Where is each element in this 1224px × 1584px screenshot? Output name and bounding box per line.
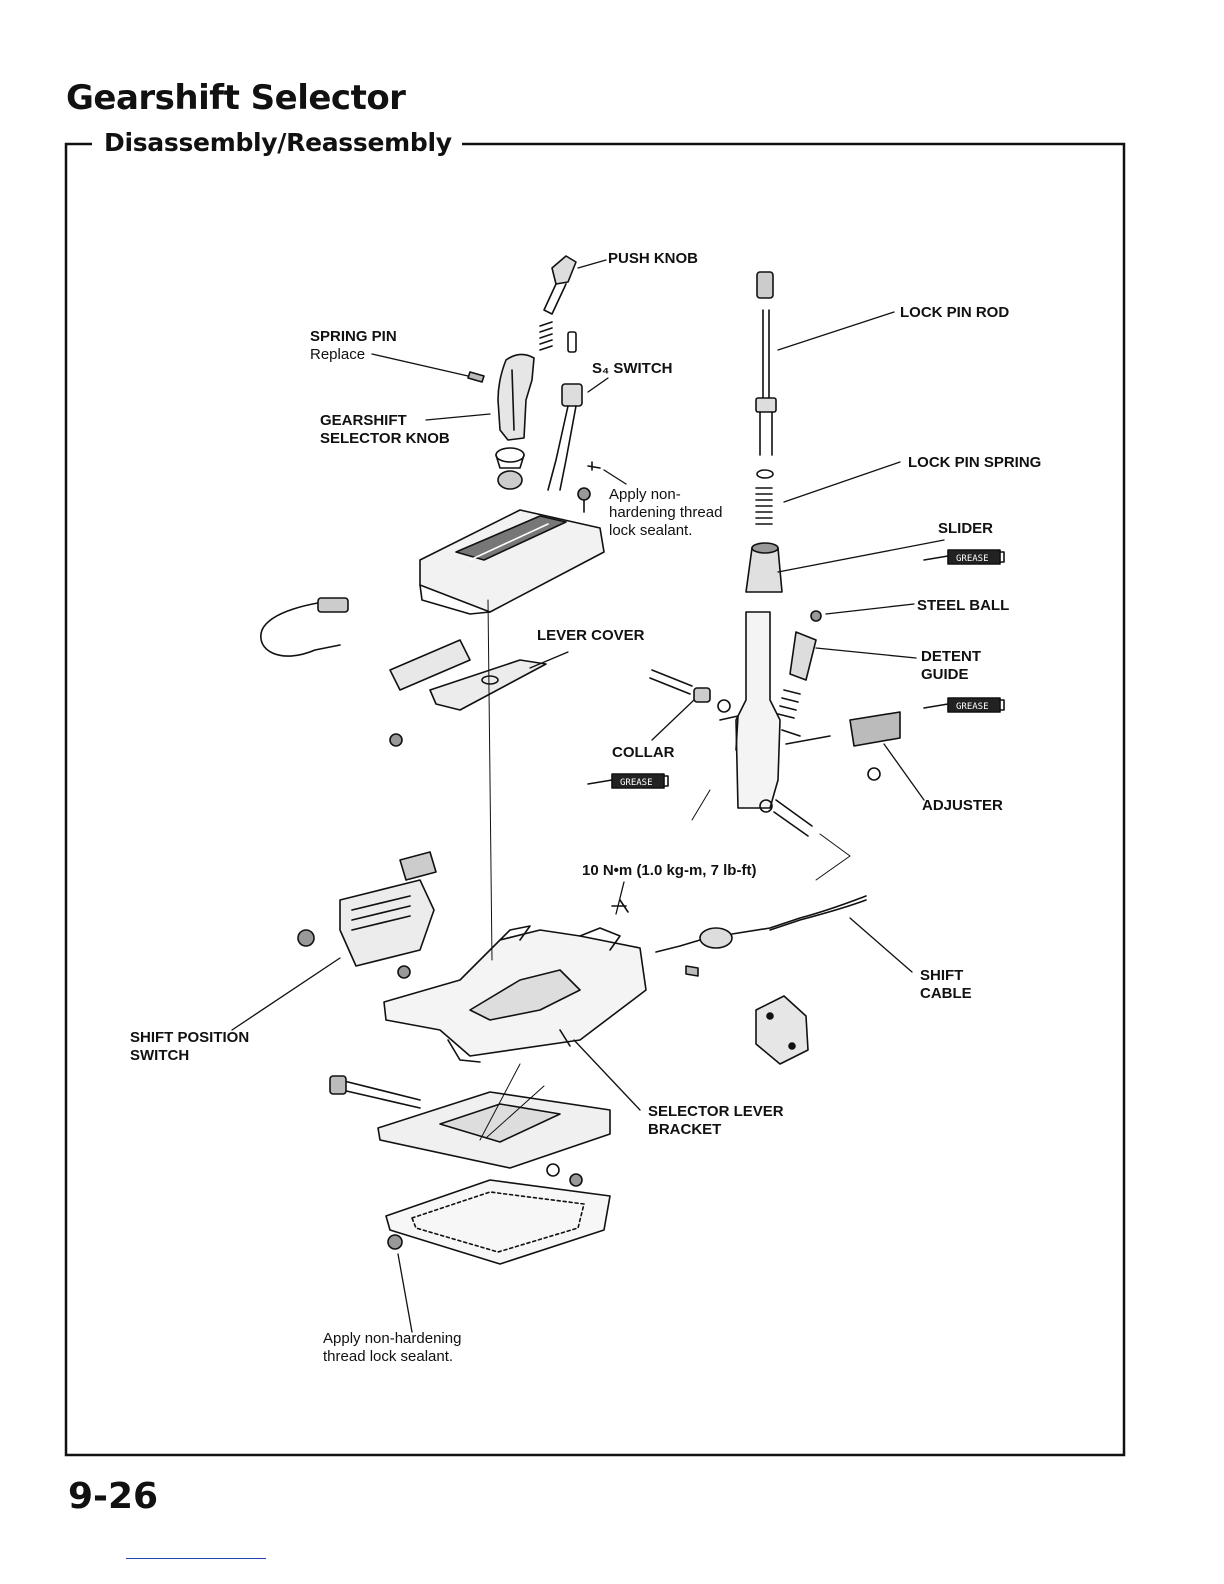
collar-bolt <box>649 669 731 713</box>
lower-mounting-plate <box>329 1075 611 1187</box>
sealant-bolts <box>577 461 601 513</box>
label-push-knob: PUSH KNOB <box>608 250 699 267</box>
push-knob-part <box>539 255 577 353</box>
page-number: 9-26 <box>68 1476 159 1517</box>
shift-cable-part <box>655 895 867 977</box>
label-detent-line2: GUIDE <box>921 666 969 683</box>
label-s4-switch: S₄ SWITCH <box>592 360 673 377</box>
lever-cover-housing <box>419 509 605 615</box>
footer-rule <box>126 1558 266 1559</box>
lock-pin-stack <box>745 271 783 593</box>
label-sealant-lower-line2: thread lock sealant. <box>323 1348 454 1365</box>
shift-position-switch-part <box>297 851 437 979</box>
label-sealant-lower: Apply non-hardening thread lock sealant. <box>323 1330 461 1366</box>
label-sealant-lower-line1: Apply non-hardening <box>323 1330 462 1347</box>
label-spring-pin-note: Replace <box>310 346 366 363</box>
grease-tube-detent <box>923 697 1005 713</box>
label-shift-cable: SHIFT CABLE <box>920 967 972 1003</box>
label-lever-cover: LEVER COVER <box>537 627 645 644</box>
label-torque-spec: 10 N•m (1.0 kg-m, 7 lb-ft) <box>582 862 757 879</box>
label-selector-lever-bracket: SELECTOR LEVER BRACKET <box>648 1103 784 1139</box>
detent-parts <box>777 610 901 781</box>
label-sealant-upper-line3: lock sealant. <box>609 522 693 539</box>
s4-switch-part <box>547 383 583 491</box>
grease-tag-detent: GREASE <box>956 702 989 712</box>
grease-tube-collar <box>587 773 669 789</box>
lever-cover-plate <box>429 659 547 711</box>
label-lock-pin-rod: LOCK PIN ROD <box>900 304 1010 321</box>
page-title: Gearshift Selector <box>66 78 406 118</box>
label-steel-ball: STEEL BALL <box>917 597 1010 614</box>
grease-tag-slider: GREASE <box>956 554 989 564</box>
label-sps-line2: SWITCH <box>130 1047 190 1064</box>
label-gearshift-line2: SELECTOR KNOB <box>320 430 450 447</box>
label-sealant-upper: Apply non- hardening thread lock sealant… <box>609 486 722 540</box>
section-title: Disassembly/Reassembly <box>100 128 462 157</box>
label-collar: COLLAR <box>612 744 675 761</box>
label-spring-pin-name: SPRING PIN <box>310 328 397 345</box>
gearshift-knob-part <box>467 353 535 490</box>
label-adjuster: ADJUSTER <box>922 797 1003 814</box>
gasket <box>385 1179 611 1265</box>
grease-tube-slider <box>923 549 1005 565</box>
cable-cover-plate <box>755 995 809 1065</box>
grease-tag-collar: GREASE <box>620 778 653 788</box>
label-spring-pin: SPRING PIN Replace <box>310 328 397 364</box>
label-sealant-upper-line2: hardening thread <box>609 504 723 521</box>
label-detent-guide: DETENT GUIDE <box>921 648 981 684</box>
alignment-lines <box>479 599 851 1141</box>
label-slider: SLIDER <box>938 520 994 537</box>
label-slb-line2: BRACKET <box>648 1121 722 1138</box>
label-shift-cable-line2: CABLE <box>920 985 972 1002</box>
label-lock-pin-spring: LOCK PIN SPRING <box>908 454 1042 471</box>
label-sealant-upper-line1: Apply non- <box>609 486 681 503</box>
selector-bracket-part <box>383 899 647 1063</box>
selector-lever-shaft <box>719 611 813 837</box>
label-detent-line1: DETENT <box>921 648 981 665</box>
label-shift-position-switch: SHIFT POSITION SWITCH <box>130 1029 249 1065</box>
label-gearshift-line1: GEARSHIFT <box>320 412 407 429</box>
label-slb-line1: SELECTOR LEVER <box>648 1103 784 1120</box>
leader-lines <box>231 259 945 1333</box>
label-gearshift-selector-knob: GEARSHIFT SELECTOR KNOB <box>320 412 450 448</box>
label-sps-line1: SHIFT POSITION <box>130 1029 250 1046</box>
indicator-harness <box>260 597 471 747</box>
label-shift-cable-line1: SHIFT <box>920 967 964 984</box>
